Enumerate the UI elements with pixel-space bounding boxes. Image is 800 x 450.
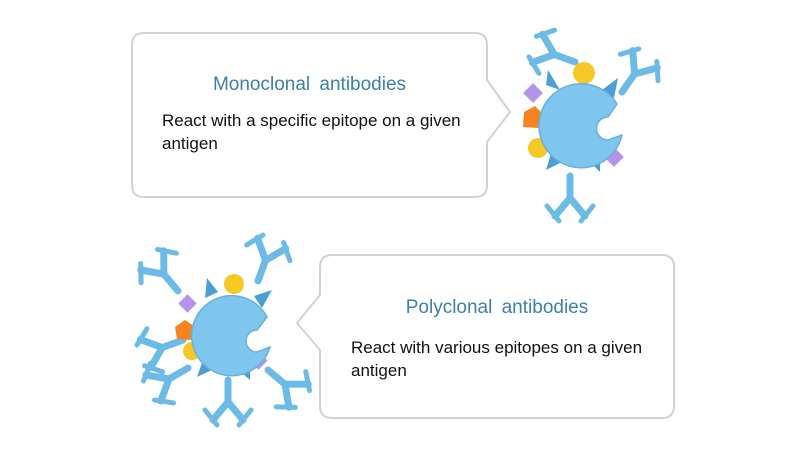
polyclonal-description: React with various epitopes on a given a… (351, 338, 643, 380)
antibody-icon (236, 231, 295, 289)
polyclonal-title: Polyclonal antibodies (405, 297, 589, 318)
antigen-icon (190, 294, 272, 377)
monoclonal-description: React with a specific epitope on a given… (162, 111, 461, 153)
spike-icon (602, 78, 618, 98)
polyclonal-bubble (295, 254, 675, 419)
epitope-yellow-icon (573, 62, 595, 84)
monoclonal-antigen-group (523, 25, 667, 221)
spike-icon (546, 70, 560, 90)
monoclonal-title: Monoclonal antibodies (212, 74, 407, 95)
spike-icon (205, 278, 218, 298)
epitope-orange-icon (523, 106, 543, 128)
antibody-icon (547, 176, 593, 221)
epitope-purple-icon (523, 83, 543, 103)
antigen-icon (538, 82, 624, 169)
epitope-purple-icon (178, 294, 197, 313)
spike-icon (254, 290, 272, 308)
monoclonal-bubble (131, 32, 512, 198)
epitope-orange-icon (175, 320, 194, 340)
spike-icon (197, 360, 216, 377)
epitope-yellow-icon (224, 274, 244, 294)
polyclonal-antigen-group (131, 231, 317, 425)
antibody-icon (205, 380, 251, 425)
